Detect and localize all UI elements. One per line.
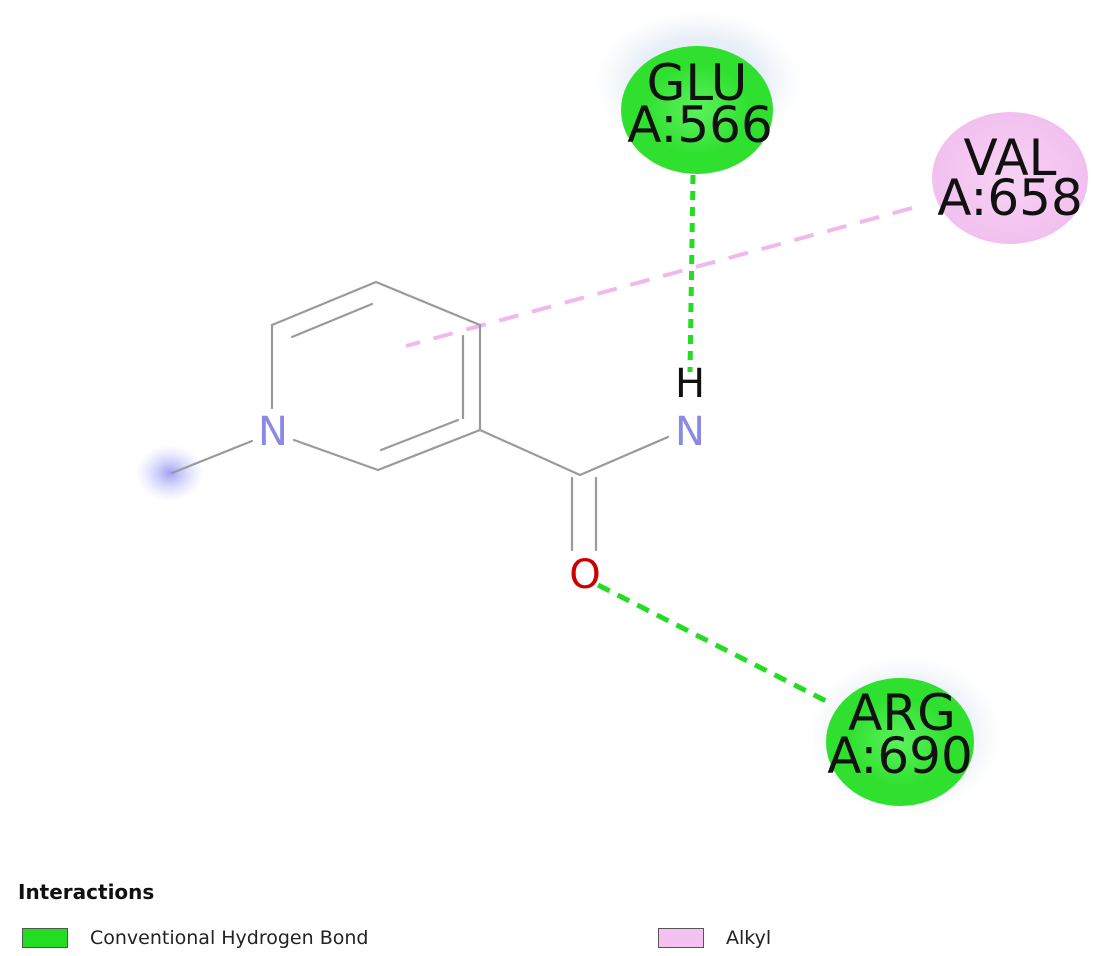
legend-swatch-alkyl — [658, 928, 704, 948]
ring-nitrogen-label: N — [258, 409, 288, 455]
hbond-line-glu — [687, 174, 696, 373]
legend-swatch-hbond — [22, 928, 68, 948]
legend-item-hbond: Conventional Hydrogen Bond — [22, 926, 368, 950]
ligand-bonds — [170, 280, 670, 552]
val-sphere — [932, 112, 1088, 244]
methyl-highlight — [136, 445, 204, 501]
arg-sphere — [826, 678, 974, 806]
legend-item-alkyl: Alkyl — [658, 926, 771, 950]
legend: Interactions Conventional Hydrogen Bond … — [18, 880, 1098, 950]
interaction-diagram: N N H O GLU A:566 VAL A:658 ARG A:690 — [136, 10, 1088, 815]
amide-hydrogen-label: H — [675, 361, 705, 407]
legend-label-alkyl: Alkyl — [726, 927, 772, 949]
val-residue-id: A:658 — [937, 169, 1083, 227]
legend-label-hbond: Conventional Hydrogen Bond — [90, 927, 369, 949]
val-residue-name: VAL — [963, 129, 1056, 187]
glu-residue-name: GLU — [647, 54, 748, 112]
legend-title: Interactions — [18, 880, 155, 904]
amide-nitrogen-label: N — [675, 409, 705, 455]
arg-residue-id: A:690 — [827, 727, 973, 785]
arg-residue-name: ARG — [848, 684, 956, 742]
glu-sphere — [621, 46, 773, 174]
hbond-line-arg — [596, 582, 832, 706]
carbonyl-oxygen-label: O — [569, 552, 600, 598]
alkyl-line-val — [405, 206, 913, 348]
glu-residue-id: A:566 — [627, 96, 773, 154]
